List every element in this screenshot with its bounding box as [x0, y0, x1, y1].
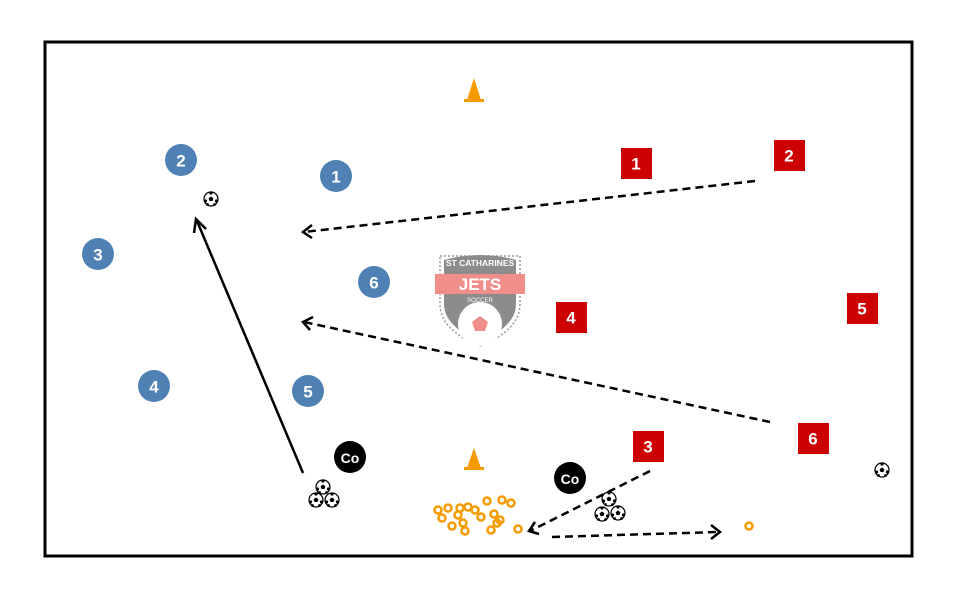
club-logo: ST CATHARINES JETS SOCCER	[435, 255, 525, 347]
cone-icon	[467, 448, 481, 468]
ball-icon	[610, 504, 626, 521]
red-player[interactable]: 6	[798, 423, 829, 454]
blue-player[interactable]: 3	[82, 238, 114, 270]
dribble-arrow	[192, 216, 305, 474]
player-number: 2	[176, 152, 185, 171]
red-player[interactable]: 1	[621, 148, 652, 179]
player-number: 5	[857, 300, 866, 319]
logo-line1: ST CATHARINES	[446, 258, 515, 268]
player-number: 5	[303, 383, 312, 402]
pass-arrow-3	[527, 469, 651, 536]
blue-player[interactable]: 5	[292, 375, 324, 407]
player-number: 6	[369, 274, 378, 293]
cone-base	[464, 99, 484, 102]
player-number: 1	[331, 168, 340, 187]
player-number: 4	[566, 309, 576, 328]
player-number: 2	[784, 147, 793, 166]
logo-line3: SOCCER	[467, 298, 493, 304]
blue-player[interactable]: 6	[358, 266, 390, 298]
ball-icon	[324, 491, 340, 508]
ball-icon	[874, 461, 890, 478]
pass-arrow-2	[300, 315, 771, 424]
ball-icon	[601, 490, 617, 507]
player-number: 4	[149, 378, 159, 397]
pass-arrow-1	[300, 179, 756, 240]
red-player[interactable]: 5	[847, 293, 878, 324]
player-number: 1	[631, 155, 640, 174]
run-arrow	[551, 524, 723, 540]
player-number: 3	[643, 438, 652, 457]
ball-icon	[203, 190, 219, 207]
ball-icon	[594, 505, 610, 522]
blue-player[interactable]: 4	[138, 370, 170, 402]
red-player[interactable]: 4	[556, 302, 587, 333]
red-player[interactable]: 3	[633, 431, 664, 462]
coach-label: Co	[341, 450, 360, 466]
player-number: 3	[93, 246, 102, 265]
ball-icon	[308, 491, 324, 508]
player-number: 6	[808, 430, 817, 449]
ball-icon	[315, 478, 331, 495]
logo-line2: JETS	[459, 275, 502, 294]
blue-player[interactable]: 2	[165, 144, 197, 176]
coach-label: Co	[561, 471, 580, 487]
coach[interactable]: Co	[334, 441, 366, 473]
cone-icon	[467, 78, 481, 100]
blue-player[interactable]: 1	[320, 160, 352, 192]
marker-disc	[744, 521, 754, 531]
red-player[interactable]: 2	[774, 140, 805, 171]
marker-discs	[433, 495, 523, 536]
cone-base	[464, 467, 484, 470]
coach[interactable]: Co	[554, 462, 586, 494]
